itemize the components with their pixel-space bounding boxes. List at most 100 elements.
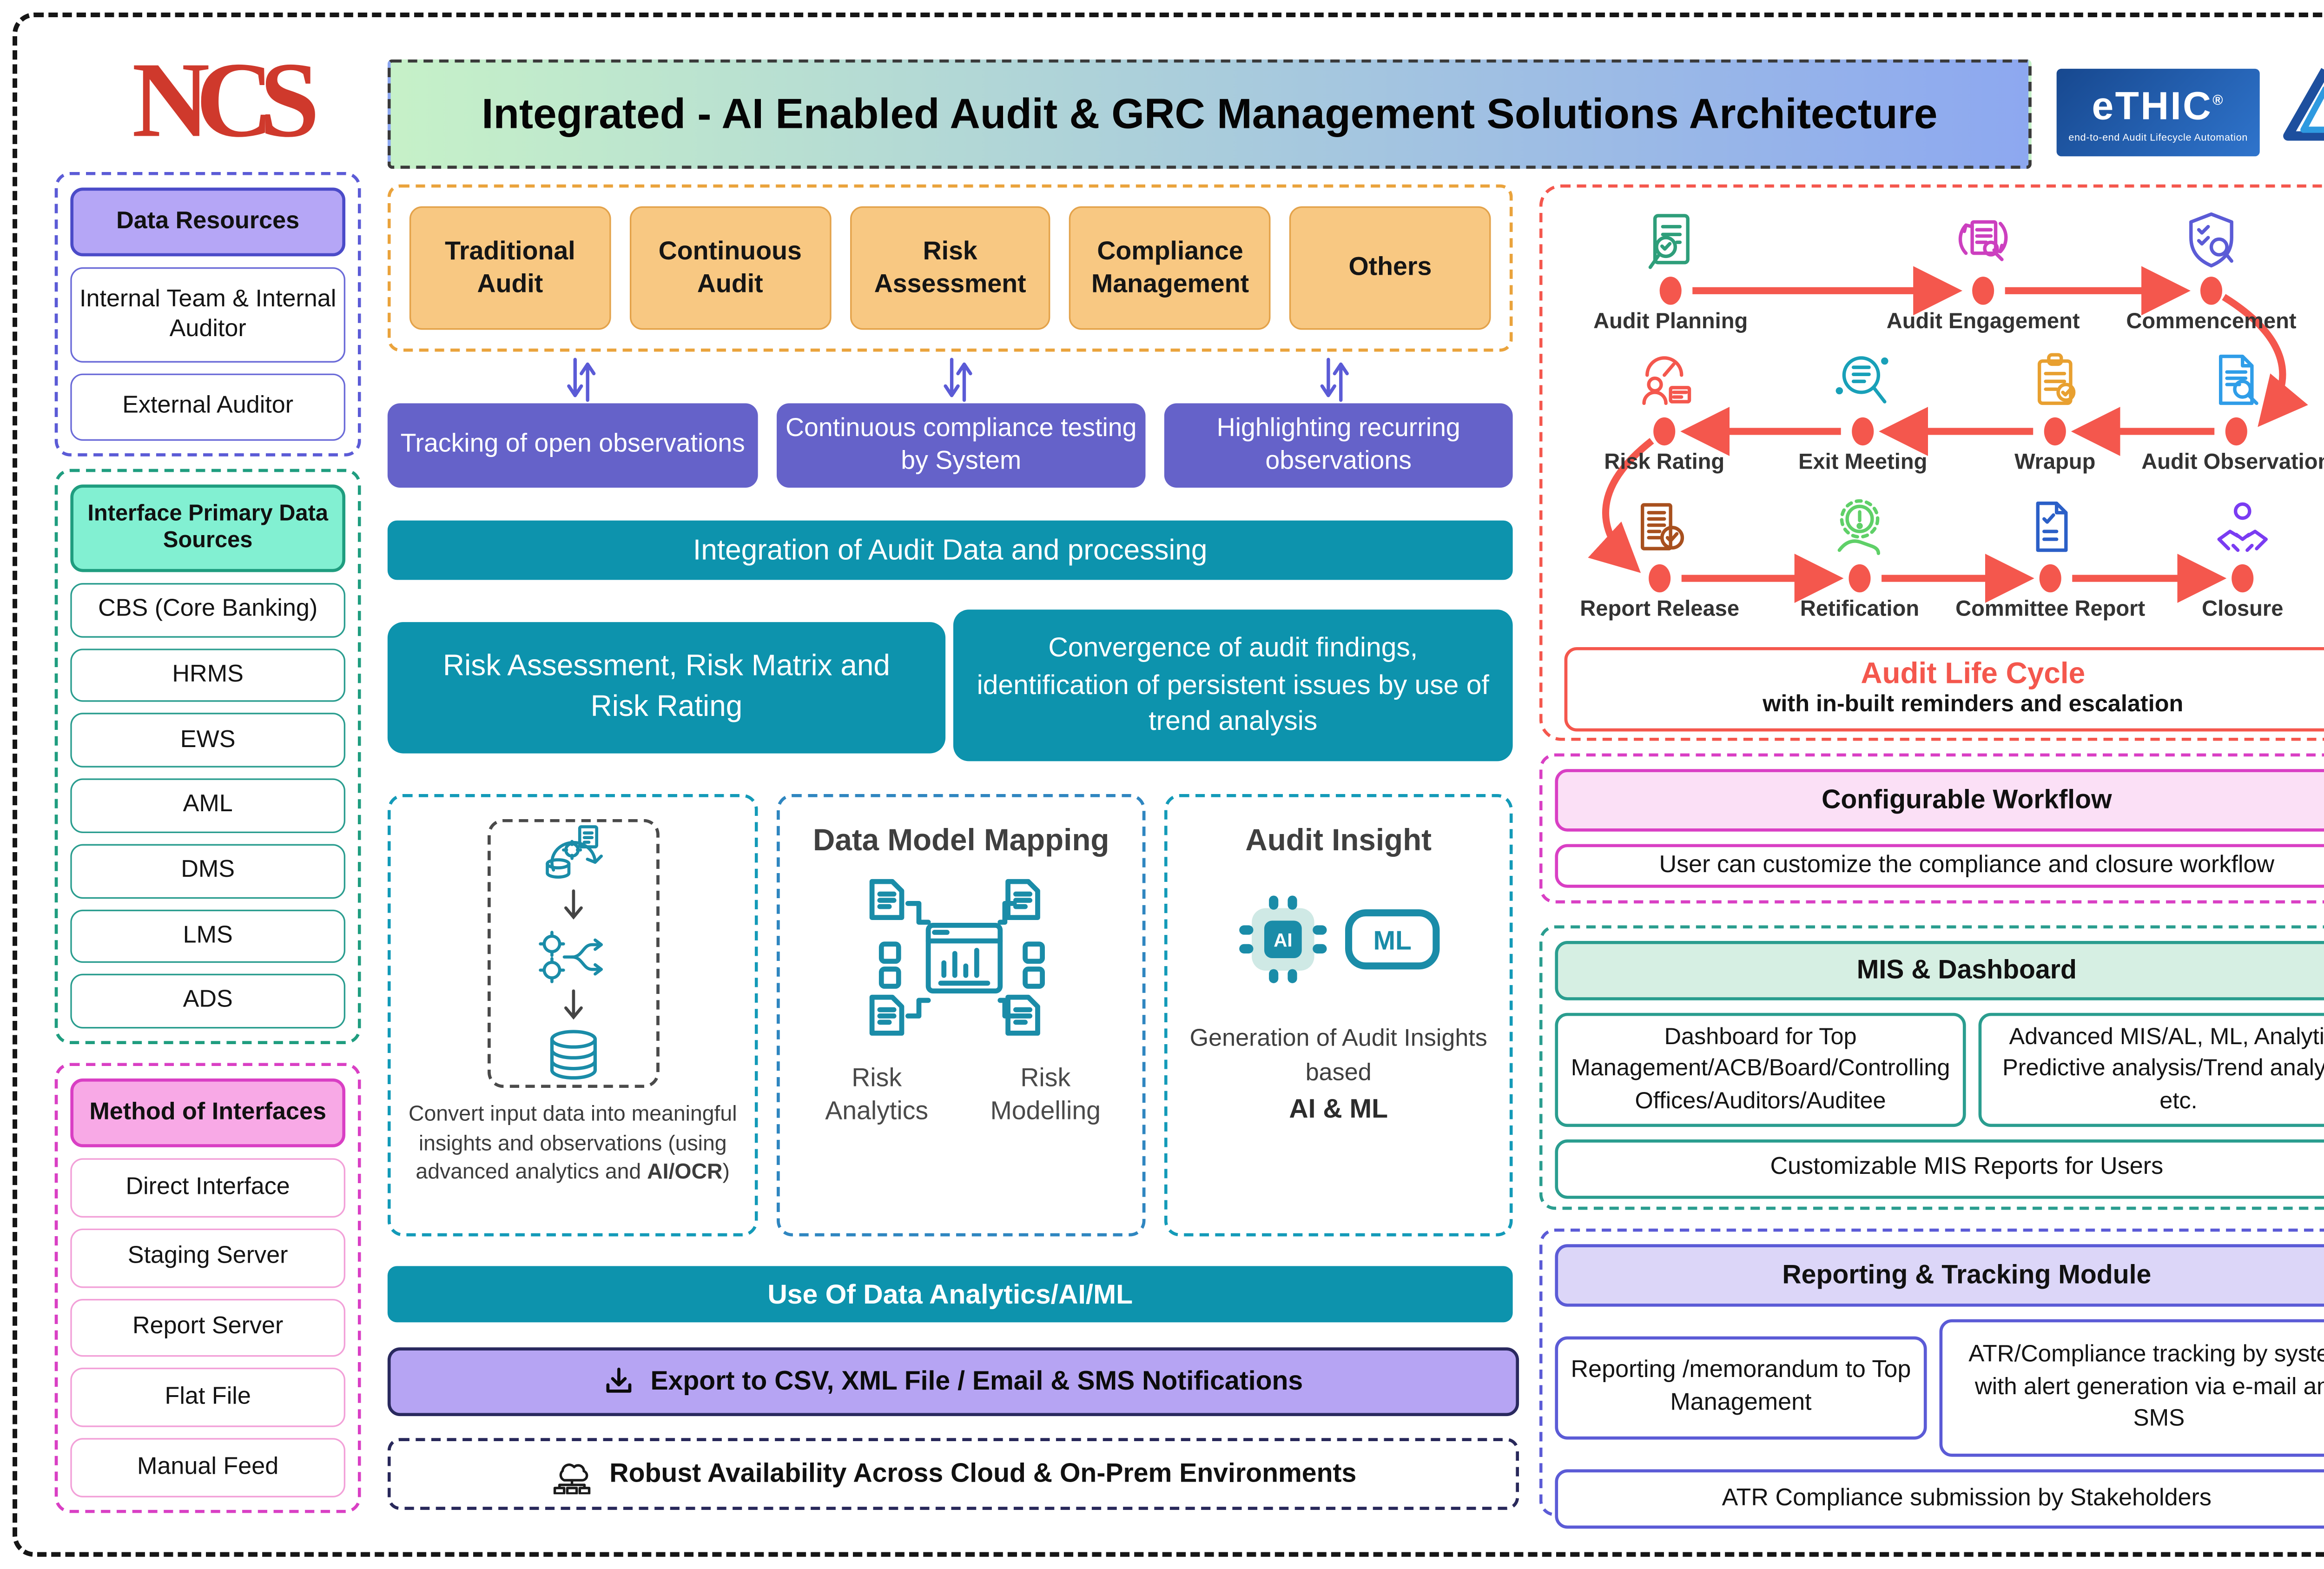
outcome-box: Highlighting recurring observations — [1164, 403, 1513, 488]
ethic-logo-text: eTHIC® — [2092, 85, 2225, 129]
list-item: DMS — [70, 844, 346, 898]
module-box: Reporting /memorandum to Top Management — [1555, 1336, 1927, 1440]
lifecycle-step: Exit Meeting — [1758, 347, 1967, 474]
data-model-mapping-panel: Data Model Mapping Risk Analytics Risk M… — [777, 794, 1146, 1237]
module-box: Customizable MIS Reports for Users — [1555, 1139, 2324, 1198]
lifecycle-connectors — [1588, 266, 2308, 603]
outer-dashed-frame — [12, 12, 2324, 1557]
module-box: Advanced MIS/AL, ML, Analytics Predictiv… — [1978, 1013, 2324, 1127]
commencement-icon — [2106, 206, 2316, 275]
module-box: ATR Compliance submission by Stakeholder… — [1555, 1469, 2324, 1529]
list-item: External Auditor — [70, 374, 346, 441]
data-resources-header: Data Resources — [70, 187, 346, 257]
list-item: Report Server — [70, 1298, 346, 1357]
double-vertical-arrow-icon — [1317, 357, 1352, 404]
list-item: AML — [70, 778, 346, 833]
audit-life-cycle-section: Audit Planning Audit Engagement — [1539, 184, 2324, 741]
committee-report-icon — [1946, 494, 2155, 563]
lifecycle-step: Audit Planning — [1566, 206, 1776, 334]
risk-matrix-box: Risk Assessment, Risk Matrix and Risk Ra… — [387, 622, 946, 754]
exit-meeting-icon — [1758, 347, 1967, 416]
lifecycle-step: Audit Observation — [2132, 347, 2324, 474]
double-vertical-arrow-icon — [564, 357, 599, 404]
process-flow-frame — [487, 819, 659, 1088]
integration-bar: Integration of Audit Data and processing — [387, 520, 1513, 580]
lifecycle-step: Commencement — [2106, 206, 2316, 334]
audit-types-container: Traditional Audit Continuous Audit Risk … — [387, 184, 1513, 352]
life-cycle-caption-title: Audit Life Cycle — [1861, 657, 2086, 690]
export-bar: Export to CSV, XML File / Email & SMS No… — [387, 1347, 1519, 1417]
audit-insight-panel: Audit Insight AI ML — [1164, 794, 1513, 1237]
down-arrow-icon — [563, 890, 582, 920]
list-item: Staging Server — [70, 1228, 346, 1288]
risk-analytics-label: Risk Analytics — [825, 1065, 929, 1125]
list-item: EWS — [70, 713, 346, 768]
retification-icon — [1755, 494, 1965, 563]
download-icon — [607, 1367, 632, 1393]
panel-title: Audit Insight — [1245, 823, 1432, 858]
convergence-box: Convergence of audit findings, identific… — [953, 609, 1513, 761]
insight-text: Generation of Audit Insights based AI & … — [1189, 1026, 1487, 1124]
svg-text:ML: ML — [1373, 927, 1411, 956]
risk-rating-icon — [1559, 347, 1769, 416]
closure-icon — [2138, 494, 2324, 563]
lifecycle-step: Wrapup — [1950, 347, 2160, 474]
lifecycle-step: Report Release — [1555, 494, 1764, 621]
analytics-bar: Use Of Data Analytics/AI/ML — [387, 1266, 1513, 1323]
interface-sources-header: Interface Primary Data Sources — [70, 484, 346, 572]
audit-observation-icon — [2132, 347, 2324, 416]
audit-type-box: Compliance Management — [1070, 206, 1271, 330]
module-box: Dashboard for Top Management/ACB/Board/C… — [1555, 1013, 1966, 1127]
cycle-process-icon — [545, 825, 602, 879]
robust-availability-bar: Robust Availability Across Cloud & On-Pr… — [387, 1438, 1519, 1510]
audit-type-box: Others — [1289, 206, 1491, 330]
lifecycle-step: Retification — [1755, 494, 1965, 621]
list-item: Internal Team & Internal Auditor — [70, 267, 346, 364]
lifecycle-step: Committee Report — [1946, 494, 2155, 621]
reporting-tracking-module: Reporting & Tracking Module Reporting /m… — [1539, 1228, 2324, 1529]
wrapup-icon — [1950, 347, 2160, 416]
life-cycle-caption-subtitle: with in-built reminders and escalation — [1763, 691, 2184, 718]
module-box: ATR/Compliance tracking by system with a… — [1939, 1319, 2324, 1457]
module-header: Configurable Workflow — [1555, 769, 2324, 832]
risk-modelling-label: Risk Modelling — [990, 1065, 1101, 1125]
triangle-logo-icon — [2278, 62, 2324, 159]
convert-data-panel: Convert input data into meaningful insig… — [387, 794, 758, 1237]
lifecycle-step: Audit Engagement — [1878, 206, 2088, 334]
module-header: Reporting & Tracking Module — [1555, 1244, 2324, 1307]
method-of-interfaces-header: Method of Interfaces — [70, 1078, 346, 1147]
list-item: CBS (Core Banking) — [70, 583, 346, 637]
audit-type-box: Traditional Audit — [409, 206, 611, 330]
svg-text:AI: AI — [1273, 930, 1292, 951]
ncs-logo: NCS — [132, 40, 320, 159]
panel-title: Data Model Mapping — [813, 823, 1109, 858]
method-of-interfaces-group: Method of Interfaces Direct Interface St… — [54, 1063, 361, 1513]
module-header: MIS & Dashboard — [1555, 941, 2324, 1000]
data-resources-group: Data Resources Internal Team & Internal … — [54, 172, 361, 457]
mapping-labels: Risk Analytics Risk Modelling — [780, 1064, 1142, 1128]
outcome-box: Continuous compliance testing by System — [777, 403, 1146, 488]
audit-type-box: Continuous Audit — [629, 206, 831, 330]
list-item: ADS — [70, 974, 346, 1029]
page-title: Integrated - AI Enabled Audit & GRC Mana… — [387, 59, 2032, 169]
mis-dashboard-module: MIS & Dashboard Dashboard for Top Manage… — [1539, 925, 2324, 1210]
convert-data-text: Convert input data into meaningful insig… — [408, 1102, 737, 1184]
life-cycle-caption: Audit Life Cycle with in-built reminders… — [1564, 647, 2324, 732]
cloud-network-icon — [553, 1463, 591, 1495]
data-mapping-icon — [780, 873, 1142, 1048]
report-release-icon — [1555, 494, 1764, 563]
lifecycle-step: Closure — [2138, 494, 2324, 621]
ml-badge-icon: ML — [1343, 909, 1440, 971]
list-item: HRMS — [70, 648, 346, 703]
list-item: LMS — [70, 909, 346, 964]
audit-type-box: Risk Assessment — [849, 206, 1051, 330]
down-arrow-icon — [563, 989, 582, 1020]
list-item: Flat File — [70, 1368, 346, 1428]
gears-split-icon — [538, 931, 602, 983]
database-cylinder-icon — [549, 1030, 596, 1080]
audit-planning-icon — [1566, 206, 1776, 275]
outcome-box: Tracking of open observations — [387, 403, 758, 488]
ethic-tagline: end-to-end Audit Lifecycle Automation — [2068, 132, 2248, 144]
configurable-workflow-module: Configurable Workflow User can customize… — [1539, 753, 2324, 904]
